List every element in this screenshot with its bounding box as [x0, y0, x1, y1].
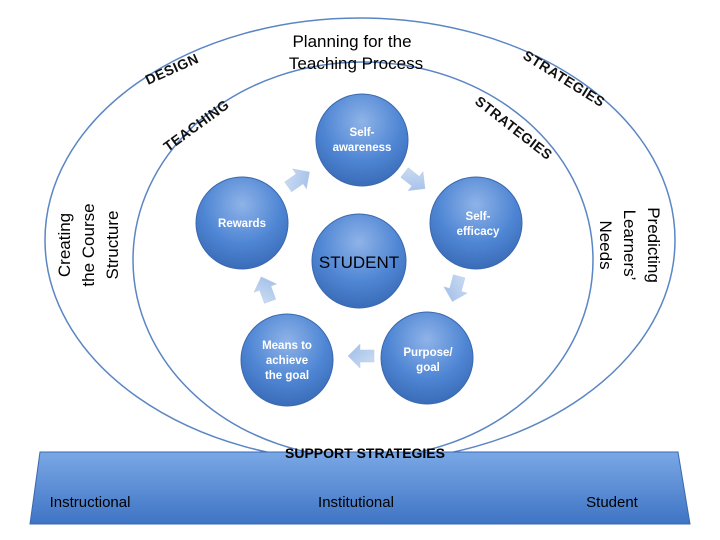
- inner-label-strategies: STRATEGIES: [472, 93, 555, 163]
- cycle-node-rewards: Rewards: [195, 176, 289, 270]
- cycle-node-means: Means to achieve the goal: [240, 313, 334, 407]
- right-side-line-1: Predicting: [644, 207, 663, 283]
- left-side-line-2: the Course: [79, 203, 98, 286]
- cycle-arrows: [253, 167, 468, 369]
- purpose-goal-line-2: goal: [416, 362, 440, 374]
- cycle-node-self-efficacy: Self- efficacy: [429, 176, 523, 270]
- left-side-line-1: Creating: [55, 213, 74, 277]
- left-side-line-3: Structure: [103, 211, 122, 280]
- self-awareness-line-2: awareness: [333, 142, 392, 154]
- inner-label-teaching: TEACHING: [160, 96, 232, 154]
- arrow-means-to-rewards: [253, 276, 278, 304]
- means-line-3: the goal: [265, 370, 309, 382]
- means-line-1: Means to: [262, 340, 312, 352]
- purpose-goal-line-1: Purpose/: [403, 347, 453, 359]
- arrow-rewards-to-self-awareness: [284, 168, 310, 193]
- means-line-2: achieve: [266, 355, 308, 367]
- cycle-node-self-awareness: Self- awareness: [315, 93, 409, 187]
- self-efficacy-line-1: Self-: [466, 211, 491, 223]
- top-title-line-2: Teaching Process: [289, 54, 423, 73]
- support-instructional: Instructional: [50, 494, 131, 511]
- cycle-node-purpose-goal: Purpose/ goal: [380, 311, 474, 405]
- self-awareness-line-1: Self-: [350, 127, 375, 139]
- support-student: Student: [586, 494, 639, 511]
- arrow-purpose-to-means: [347, 343, 375, 369]
- left-side-label: Creating the Course Structure: [55, 203, 122, 286]
- right-side-label: Predicting Learners’ Needs: [596, 207, 663, 283]
- arrow-self-efficacy-to-purpose: [443, 274, 468, 302]
- outer-label-strategies: STRATEGIES: [520, 47, 608, 110]
- outer-label-design: DESIGN: [143, 50, 201, 88]
- student-label: STUDENT: [319, 253, 399, 272]
- support-institutional: Institutional: [318, 494, 394, 511]
- support-strategies-base: SUPPORT STRATEGIES Instructional Institu…: [29, 445, 691, 525]
- arrow-self-awareness-to-self-efficacy: [400, 167, 426, 192]
- support-title: SUPPORT STRATEGIES: [285, 445, 445, 461]
- support-base-shape: [29, 451, 691, 525]
- top-title-line-1: Planning for the: [292, 32, 411, 51]
- rewards-label: Rewards: [218, 218, 266, 230]
- right-side-line-3: Needs: [596, 220, 615, 269]
- self-efficacy-line-2: efficacy: [457, 226, 500, 238]
- right-side-line-2: Learners’: [620, 210, 639, 281]
- center-student: STUDENT: [311, 213, 407, 309]
